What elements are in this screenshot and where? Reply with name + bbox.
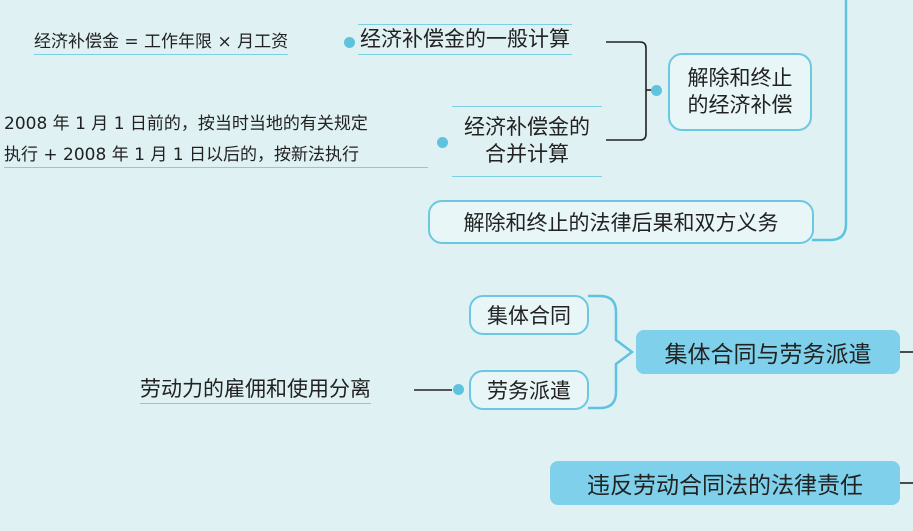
bracket-top-right: [812, 0, 848, 242]
combined-rule-line2: 执行 + 2008 年 1 月 1 日以后的，按新法执行: [4, 147, 428, 168]
collective-dispatch-node: 集体合同与劳务派遣: [636, 330, 900, 374]
labor-dispatch-node: 劳务派遣: [469, 370, 589, 410]
combined-calc-line2: 合并计算: [485, 142, 569, 167]
dot-econ-comp: [651, 85, 662, 96]
econ-comp-line1: 解除和终止: [687, 65, 793, 90]
general-calc-node: 经济补偿金的一般计算: [358, 24, 572, 55]
bracket-collective: [588, 294, 635, 410]
econ-comp-line2: 的经济补偿: [687, 93, 793, 117]
dot-formula: [344, 37, 355, 48]
combined-rule-line1: 2008 年 1 月 1 日前的，按当时当地的有关规定: [4, 114, 368, 134]
liability-node: 违反劳动合同法的法律责任: [550, 461, 900, 505]
bracket-econ-comp: [606, 41, 647, 141]
collective-contract-node: 集体合同: [469, 295, 589, 335]
formula-text: 经济补偿金 = 工作年限 × 月工资: [34, 34, 289, 55]
combined-calc-node: 经济补偿金的 合并计算: [452, 106, 602, 177]
combined-calc-line1: 经济补偿金的: [464, 115, 590, 139]
econ-comp-node: 解除和终止 的经济补偿: [668, 53, 812, 131]
dot-labor-dispatch: [453, 384, 464, 395]
legal-consequence-node: 解除和终止的法律后果和双方义务: [428, 200, 814, 244]
separation-text: 劳动力的雇佣和使用分离: [140, 379, 371, 404]
dot-combined-rule: [437, 137, 448, 148]
